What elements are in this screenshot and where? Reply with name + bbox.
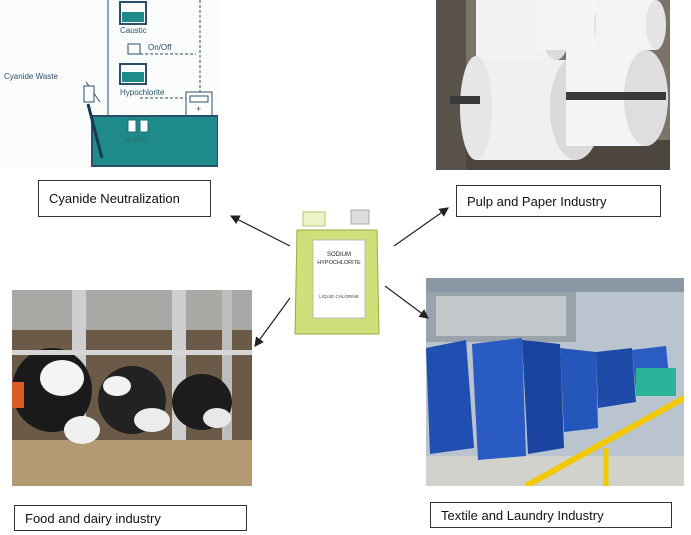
svg-text:+: + bbox=[196, 104, 201, 114]
jug-label-hypochlorite: HYPOCHLORITE bbox=[317, 260, 361, 266]
arrow-to-textile bbox=[384, 285, 429, 319]
jug-label-sodium: SODIUM bbox=[327, 252, 351, 258]
hypochlorite-label: Hypochlorite bbox=[120, 88, 165, 97]
node-textile-and-laundry: Textile and Laundry Industry bbox=[430, 502, 672, 528]
node-label: Pulp and Paper Industry bbox=[467, 193, 607, 209]
sodium-hypochlorite-jug: SODIUM HYPOCHLORITE LIQUID CHLORINE bbox=[291, 206, 383, 340]
node-food-and-dairy: Food and dairy industry bbox=[14, 505, 247, 531]
node-pulp-and-paper: Pulp and Paper Industry bbox=[456, 185, 661, 217]
paper-rolls-image bbox=[436, 0, 670, 170]
ph-orp-label: pH ORP bbox=[124, 138, 146, 144]
jug-label-liquid-chlorine: LIQUID CHLORINE bbox=[319, 294, 359, 299]
arrow-to-cyanide bbox=[229, 215, 291, 247]
arrow-to-pulp bbox=[393, 207, 449, 247]
arrow-to-food bbox=[254, 297, 291, 347]
node-label: Food and dairy industry bbox=[25, 510, 161, 526]
caustic-label: Caustic bbox=[120, 26, 147, 35]
node-cyanide-neutralization: Cyanide Neutralization bbox=[38, 180, 211, 217]
onoff-label: On/Off bbox=[148, 43, 172, 52]
cyanide-waste-label: Cyanide Waste bbox=[4, 72, 59, 81]
node-label: Textile and Laundry Industry bbox=[441, 507, 604, 523]
cyanide-schematic-image: Caustic On/Off Hypochlorite + Cyanide Wa… bbox=[0, 0, 218, 168]
laundry-uniforms-image bbox=[426, 278, 684, 486]
dairy-cows-image bbox=[12, 290, 252, 486]
node-label: Cyanide Neutralization bbox=[49, 191, 180, 206]
